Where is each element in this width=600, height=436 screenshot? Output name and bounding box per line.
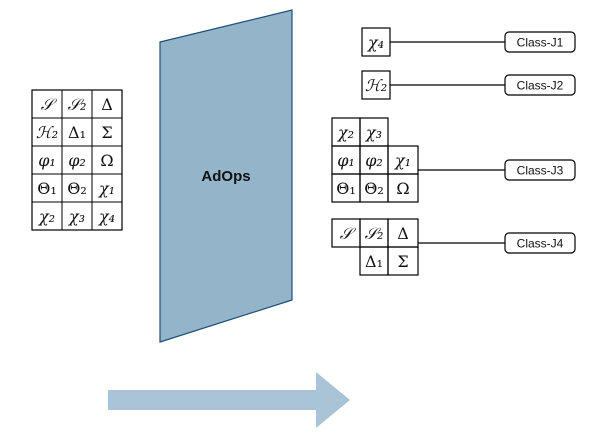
class-j1-label: Class-J1 [517,36,564,50]
output-cell-box [387,173,419,203]
class-j3-label: Class-J3 [517,164,564,178]
input-symbol-grid: 𝒮 𝒮₂ Δ ℋ₂ Δ₁ Σ φ₁ φ₂ Ω Θ₁ Θ₂ χ₁ χ₂ χ₃ χ₄ [31,89,123,231]
output-cell: Θ₂ [364,179,384,198]
input-grid-border [31,89,123,231]
output-cell: 𝒮 [340,224,357,243]
output-cell: χ₁ [394,151,411,170]
adops-label: AdOps [201,168,250,185]
output-cell: Δ₁ [365,252,383,271]
output-cell: Θ₁ [336,179,356,198]
grid-cell: Σ [101,123,112,142]
grid-cell: χ₃ [68,207,85,226]
output-cell: ℋ₂ [365,76,387,95]
class-j1-box [504,31,576,53]
output-group-j1: χ₄ Class-J1 [361,27,576,57]
flow-arrow [108,372,350,428]
grid-cell: Δ₁ [68,123,86,142]
adops-panel-shape [159,9,293,343]
output-cell: Δ [397,224,409,243]
output-group-j2: ℋ₂ Class-J2 [361,70,576,100]
grid-cell: φ₂ [68,151,86,170]
output-cell: φ₂ [365,151,383,170]
adops-panel: AdOps [159,9,293,343]
output-cell: χ₂ [337,123,354,142]
grid-cell: Ω [100,151,113,170]
output-cell-box [387,246,419,276]
grid-cell: Θ₂ [67,179,87,198]
class-j2-label: Class-J2 [517,79,564,93]
grid-cell: 𝒮₂ [68,95,87,114]
output-cell: Σ [397,252,408,271]
grid-cell: χ₂ [38,207,55,226]
output-cell: 𝒮₂ [365,224,384,243]
output-cell: φ₁ [337,151,355,170]
output-cell: Ω [396,179,409,198]
grid-cell: φ₁ [38,151,56,170]
grid-cell: ℋ₂ [36,123,58,142]
grid-cell: Θ₁ [37,179,57,198]
grid-cell: Δ [101,95,113,114]
class-j4-label: Class-J4 [517,237,564,251]
grid-cell: χ₁ [98,179,115,198]
output-cell: χ₄ [367,33,384,52]
class-j3-box [504,159,576,181]
grid-cell: 𝒮 [41,95,58,114]
grid-cell: χ₄ [98,207,115,226]
class-j2-box [504,74,576,96]
class-j4-box [504,232,576,254]
output-group-j4: 𝒮 𝒮₂ Δ Δ₁ Σ Class-J4 [331,218,576,276]
output-cell: χ₃ [365,123,382,142]
output-group-j3: χ₂ χ₃ φ₁ φ₂ χ₁ Θ₁ Θ₂ Ω Class-J3 [331,117,576,203]
